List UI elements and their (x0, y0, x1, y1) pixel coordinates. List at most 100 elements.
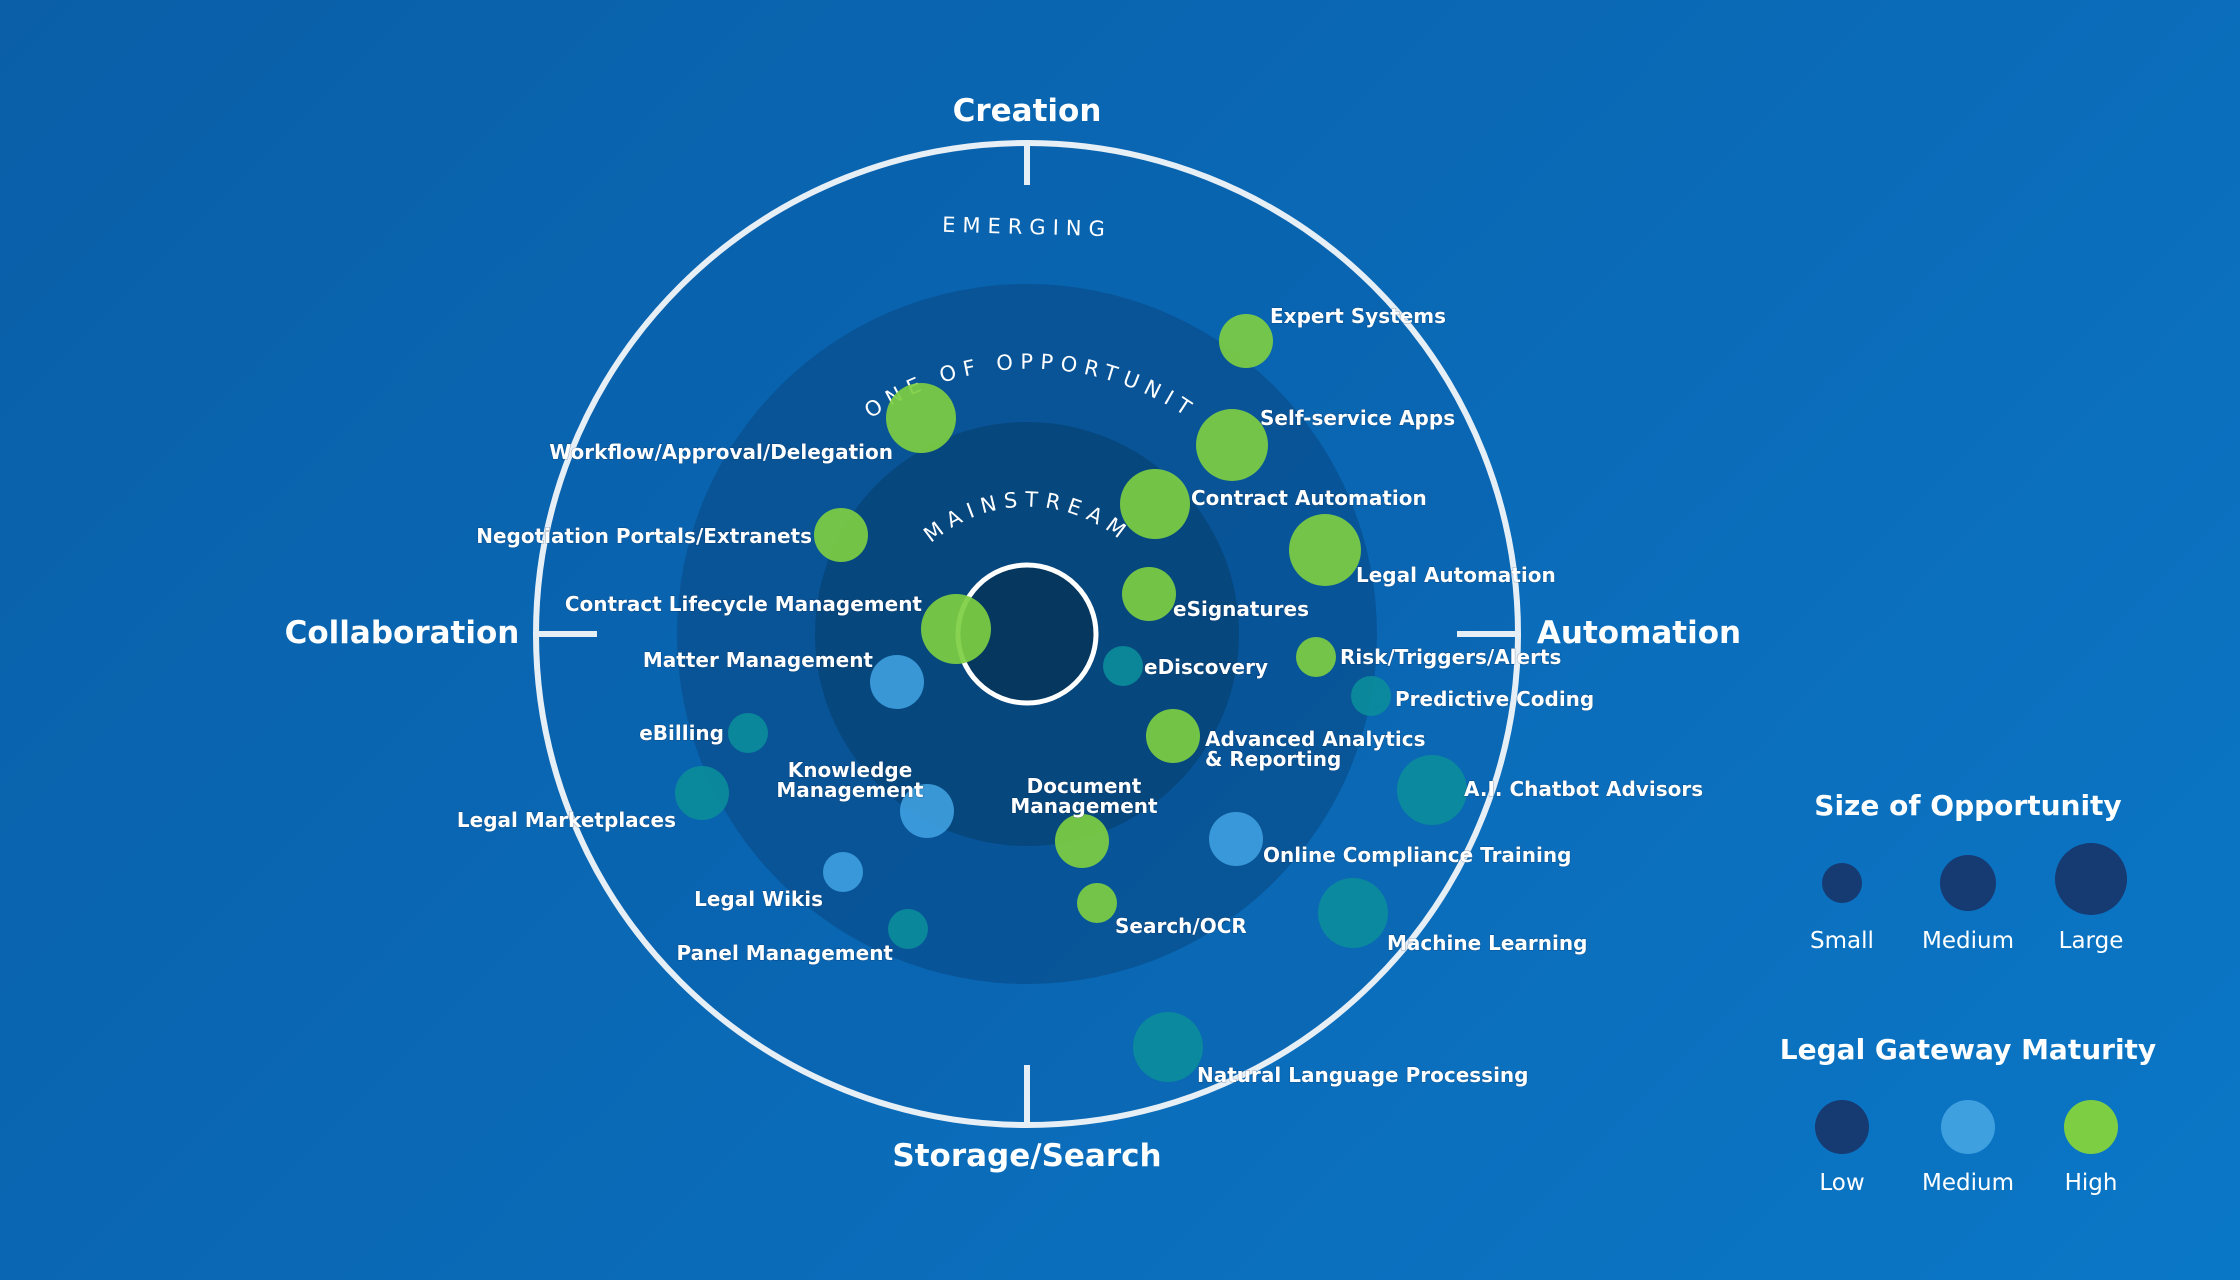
tech-esignatures-bubble (1122, 567, 1176, 621)
tech-risk-triggers-alerts-bubble (1296, 637, 1336, 677)
axis-label-collaboration: Collaboration (285, 615, 520, 651)
tech-predictive-coding: Predictive Coding (1351, 676, 1595, 716)
tech-legal-marketplaces: Legal Marketplaces (456, 766, 729, 833)
legend-maturity-high-label: High (2065, 1170, 2118, 1196)
tech-contract-automation-bubble (1120, 469, 1190, 539)
legend-size-of-opportunity: Size of Opportunity Small Medium Large (1810, 789, 2127, 954)
tech-workflow-approval-delegation-bubble (886, 383, 956, 453)
tech-expert-systems: Expert Systems (1219, 304, 1447, 368)
tech-ediscovery-bubble (1103, 646, 1143, 686)
tech-machine-learning-label: Machine Learning (1387, 931, 1587, 955)
tech-document-management-label: Management (1010, 794, 1158, 818)
tech-document-management-bubble (1055, 814, 1109, 868)
tech-expert-systems-label: Expert Systems (1270, 304, 1446, 328)
tech-legal-marketplaces-bubble (675, 766, 729, 820)
tech-contract-lifecycle-management-label: Contract Lifecycle Management (565, 592, 923, 616)
tech-workflow-approval-delegation-label: Workflow/Approval/Delegation (549, 440, 893, 464)
tech-machine-learning: Machine Learning (1318, 878, 1588, 956)
legend-size-title: Size of Opportunity (1814, 789, 2121, 822)
tech-natural-language-processing-bubble (1133, 1012, 1203, 1082)
axis-label-automation: Automation (1537, 615, 1741, 651)
tech-natural-language-processing: Natural Language Processing (1133, 1012, 1529, 1088)
tech-legal-wikis-label: Legal Wikis (694, 887, 823, 911)
tech-esignatures: eSignatures (1122, 567, 1310, 622)
tech-matter-management-bubble (870, 655, 924, 709)
tech-self-service-apps-label: Self-service Apps (1260, 406, 1455, 430)
tech-legal-wikis-bubble (823, 852, 863, 892)
legend-maturity-low-label: Low (1819, 1170, 1864, 1196)
tech-negotiation-portals: Negotiation Portals/Extranets (476, 508, 868, 562)
tech-advanced-analytics-bubble (1146, 709, 1200, 763)
tech-risk-triggers-alerts: Risk/Triggers/Alerts (1296, 637, 1562, 677)
legend-size-medium-circle (1940, 855, 1996, 911)
tech-ebilling-label: eBilling (639, 721, 724, 745)
axis-ticks (537, 145, 1517, 1125)
tech-ai-chatbot-advisors-label: A.I. Chatbot Advisors (1464, 777, 1703, 801)
tech-natural-language-processing-label: Natural Language Processing (1197, 1063, 1528, 1087)
tech-legal-marketplaces-label: Legal Marketplaces (457, 808, 676, 832)
radar-rings (533, 140, 1521, 1128)
tech-advanced-analytics: Advanced Analytics& Reporting (1146, 709, 1426, 772)
legend-maturity-low-circle (1815, 1100, 1869, 1154)
tech-online-compliance-training: Online Compliance Training (1209, 812, 1572, 868)
tech-knowledge-management-label: Management (776, 778, 924, 802)
legend-maturity-medium-label: Medium (1922, 1170, 2014, 1196)
tech-legal-automation: Legal Automation (1289, 514, 1556, 588)
tech-predictive-coding-label: Predictive Coding (1395, 687, 1594, 711)
tech-esignatures-label: eSignatures (1173, 597, 1309, 621)
zone-label-emerging: EMERGING (942, 213, 1112, 241)
tech-ai-chatbot-advisors-bubble (1397, 755, 1467, 825)
tech-knowledge-management-bubble (900, 784, 954, 838)
legend-maturity: Legal Gateway Maturity Low Medium High (1780, 1033, 2156, 1196)
tech-ebilling-bubble (728, 713, 768, 753)
tech-panel-management: Panel Management (676, 909, 928, 966)
legend-maturity-medium-circle (1941, 1100, 1995, 1154)
legend-maturity-title: Legal Gateway Maturity (1780, 1033, 2156, 1066)
axis-label-creation: Creation (953, 93, 1102, 129)
tech-document-management-label: Document (1027, 774, 1142, 798)
tech-machine-learning-bubble (1318, 878, 1388, 948)
tech-self-service-apps: Self-service Apps (1196, 406, 1456, 481)
tech-matter-management: Matter Management (642, 648, 924, 709)
axis-label-storage-search: Storage/Search (892, 1138, 1161, 1174)
tech-contract-automation-label: Contract Automation (1191, 486, 1427, 510)
tech-expert-systems-bubble (1219, 314, 1273, 368)
tech-legal-automation-label: Legal Automation (1356, 563, 1556, 587)
tech-advanced-analytics-label: Advanced Analytics (1205, 727, 1426, 751)
legend-maturity-high-circle (2064, 1100, 2118, 1154)
tech-search-ocr-bubble (1077, 883, 1117, 923)
tech-contract-automation: Contract Automation (1120, 469, 1427, 539)
tech-legal-automation-bubble (1289, 514, 1361, 586)
tech-search-ocr-label: Search/OCR (1115, 914, 1247, 938)
tech-self-service-apps-bubble (1196, 409, 1268, 481)
tech-ediscovery-label: eDiscovery (1144, 655, 1268, 679)
tech-online-compliance-training-label: Online Compliance Training (1263, 843, 1571, 867)
tech-ai-chatbot-advisors: A.I. Chatbot Advisors (1397, 755, 1704, 825)
legend-size-medium-label: Medium (1922, 928, 2014, 954)
tech-panel-management-bubble (888, 909, 928, 949)
legend-size-large-label: Large (2059, 928, 2124, 954)
tech-contract-lifecycle-management-bubble (921, 594, 991, 664)
tech-negotiation-portals-label: Negotiation Portals/Extranets (476, 524, 812, 548)
tech-predictive-coding-bubble (1351, 676, 1391, 716)
tech-ediscovery: eDiscovery (1103, 646, 1269, 686)
tech-ebilling: eBilling (639, 713, 768, 753)
tech-workflow-approval-delegation: Workflow/Approval/Delegation (549, 383, 956, 465)
legend-size-small-circle (1822, 863, 1862, 903)
legend-size-large-circle (2055, 843, 2127, 915)
tech-panel-management-label: Panel Management (677, 941, 894, 965)
tech-risk-triggers-alerts-label: Risk/Triggers/Alerts (1340, 645, 1561, 669)
tech-contract-lifecycle-management: Contract Lifecycle Management (564, 592, 991, 664)
tech-online-compliance-training-bubble (1209, 812, 1263, 866)
tech-knowledge-management-label: Knowledge (788, 758, 913, 782)
tech-matter-management-label: Matter Management (643, 648, 874, 672)
tech-advanced-analytics-label: & Reporting (1205, 747, 1341, 771)
tech-search-ocr: Search/OCR (1077, 883, 1247, 939)
legend-size-small-label: Small (1810, 928, 1874, 954)
tech-legal-wikis: Legal Wikis (694, 852, 863, 912)
tech-negotiation-portals-bubble (814, 508, 868, 562)
